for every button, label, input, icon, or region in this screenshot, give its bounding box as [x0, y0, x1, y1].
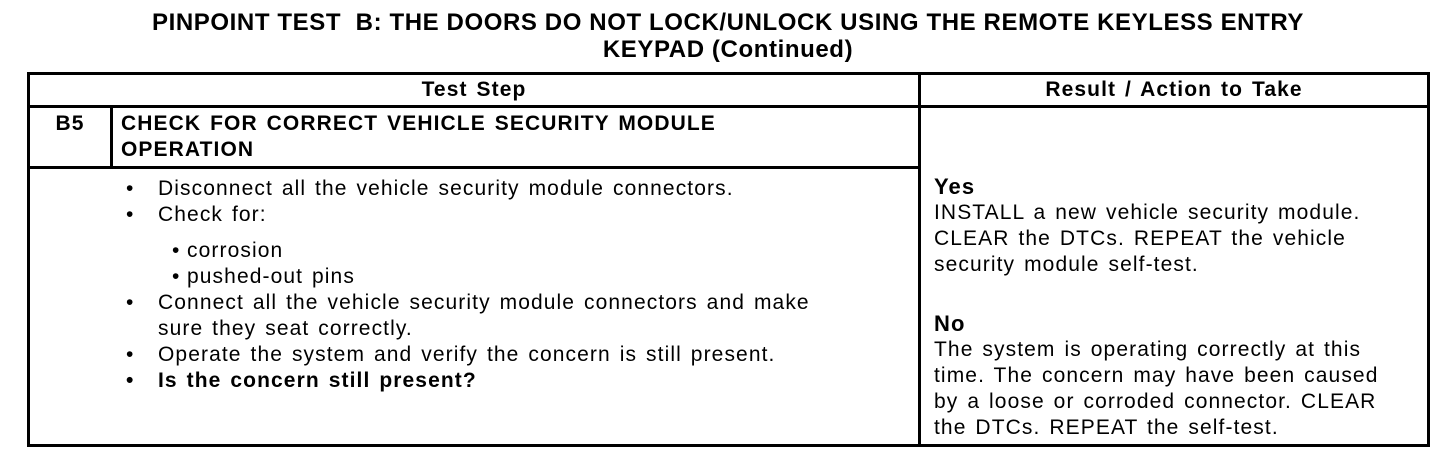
page-title-line2: KEYPAD (Continued) [602, 36, 854, 63]
instruction-item-question: Is the concern still present? [30, 368, 833, 394]
column-header-test-step: Test Step [27, 72, 921, 108]
instruction-subitem: corrosion [30, 238, 833, 264]
table-header-row: Test Step Result / Action to Take [27, 72, 1430, 108]
step-title: CHECK FOR CORRECT VEHICLE SECURITY MODUL… [110, 105, 921, 169]
instruction-item: Connect all the vehicle security module … [30, 290, 833, 342]
instruction-item: Disconnect all the vehicle security modu… [30, 176, 833, 202]
page-title: PINPOINT TEST B: THE DOORS DO NOT LOCK/U… [0, 0, 1456, 63]
step-body-row: Disconnect all the vehicle security modu… [27, 166, 1429, 447]
instruction-subitem: pushed-out pins [30, 264, 833, 290]
step-instructions: Disconnect all the vehicle security modu… [27, 166, 921, 447]
step-id: B5 [27, 105, 113, 169]
column-header-result-action: Result / Action to Take [918, 72, 1430, 108]
result-yes-label: Yes [934, 174, 976, 199]
result-no-action: The system is operating correctly at thi… [934, 338, 1379, 439]
result-no-label: No [934, 311, 966, 336]
instruction-item: Operate the system and verify the concer… [30, 342, 833, 368]
step-title-row: B5 CHECK FOR CORRECT VEHICLE SECURITY MO… [27, 105, 1430, 447]
pinpoint-test-table: Test Step Result / Action to Take B5 CHE… [27, 72, 1430, 447]
instruction-item: Check for: [30, 202, 833, 228]
result-cell: Yes INSTALL a new vehicle security modul… [918, 105, 1430, 447]
result-yes-action: INSTALL a new vehicle security module. C… [934, 201, 1361, 276]
page-title-line1: PINPOINT TEST B: THE DOORS DO NOT LOCK/U… [151, 9, 1305, 36]
